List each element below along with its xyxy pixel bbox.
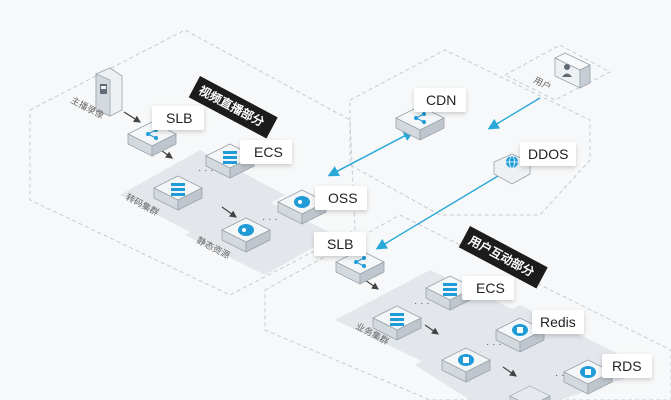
cloud-database-icon xyxy=(458,354,474,366)
svg-text:DDOS: DDOS xyxy=(528,146,568,162)
svg-text:· · ·: · · · xyxy=(262,214,278,225)
globe-icon xyxy=(506,155,518,169)
region-video-live xyxy=(29,29,356,296)
svg-text:Redis: Redis xyxy=(540,314,576,330)
server-icon xyxy=(443,283,457,296)
region-user-interaction xyxy=(264,214,671,400)
ecs-bottom-card: ECS xyxy=(462,276,514,300)
data-store-node[interactable] xyxy=(441,347,491,383)
svg-text:OSS: OSS xyxy=(328,190,358,206)
share-nodes-icon xyxy=(354,256,366,268)
svg-text:CDN: CDN xyxy=(426,92,456,108)
share-nodes-icon xyxy=(146,128,158,140)
server-icon xyxy=(171,183,185,196)
slb-top-node[interactable] xyxy=(127,121,177,157)
share-nodes-icon xyxy=(414,112,426,124)
slb-top-card: SLB xyxy=(152,106,204,130)
svg-text:SLB: SLB xyxy=(166,110,192,126)
svg-text:ECS: ECS xyxy=(476,280,505,296)
cdn-node[interactable] xyxy=(395,105,445,141)
database-icon xyxy=(580,366,596,378)
cloud-storage-icon xyxy=(238,224,254,236)
svg-text:RDS: RDS xyxy=(612,358,642,374)
cdn-card: CDN xyxy=(414,88,466,112)
svg-text:· · ·: · · · xyxy=(555,370,571,381)
svg-text:· · ·: · · · xyxy=(486,339,502,350)
region-user xyxy=(503,44,612,101)
server-icon xyxy=(390,313,404,326)
slb-bottom-node[interactable] xyxy=(335,249,385,285)
rds-node[interactable] xyxy=(563,359,613,395)
redis-card: Redis xyxy=(532,310,584,334)
host-recording-node[interactable] xyxy=(95,67,123,117)
svg-text:· · ·: · · · xyxy=(414,298,430,309)
oss-node[interactable] xyxy=(277,189,327,225)
region-cdn-ddos xyxy=(349,49,591,216)
svg-text:SLB: SLB xyxy=(327,236,353,252)
ddos-card: DDOS xyxy=(520,142,576,166)
user-icon xyxy=(562,64,572,77)
ecs-top-card: ECS xyxy=(240,140,292,164)
transcode-server-node[interactable] xyxy=(153,175,203,211)
ecs-top-node[interactable] xyxy=(205,143,255,179)
redis-node[interactable] xyxy=(495,317,545,353)
cloud-storage-icon xyxy=(294,196,310,208)
business-server-node[interactable] xyxy=(372,305,422,341)
connectors: · · · · · · · · · · · · · · · xyxy=(123,97,571,381)
static-resource-node[interactable] xyxy=(221,217,271,253)
rds-card: RDS xyxy=(602,354,652,378)
svg-text:· · ·: · · · xyxy=(198,165,214,176)
server-icon xyxy=(223,151,237,164)
ecs-bottom-node[interactable] xyxy=(425,275,475,311)
user-node[interactable] xyxy=(554,52,591,89)
slb-bottom-card: SLB xyxy=(314,232,366,256)
cloud-database-icon xyxy=(512,324,528,336)
recording-device-icon xyxy=(100,84,107,94)
oss-card: OSS xyxy=(315,186,367,210)
svg-text:ECS: ECS xyxy=(254,144,283,160)
